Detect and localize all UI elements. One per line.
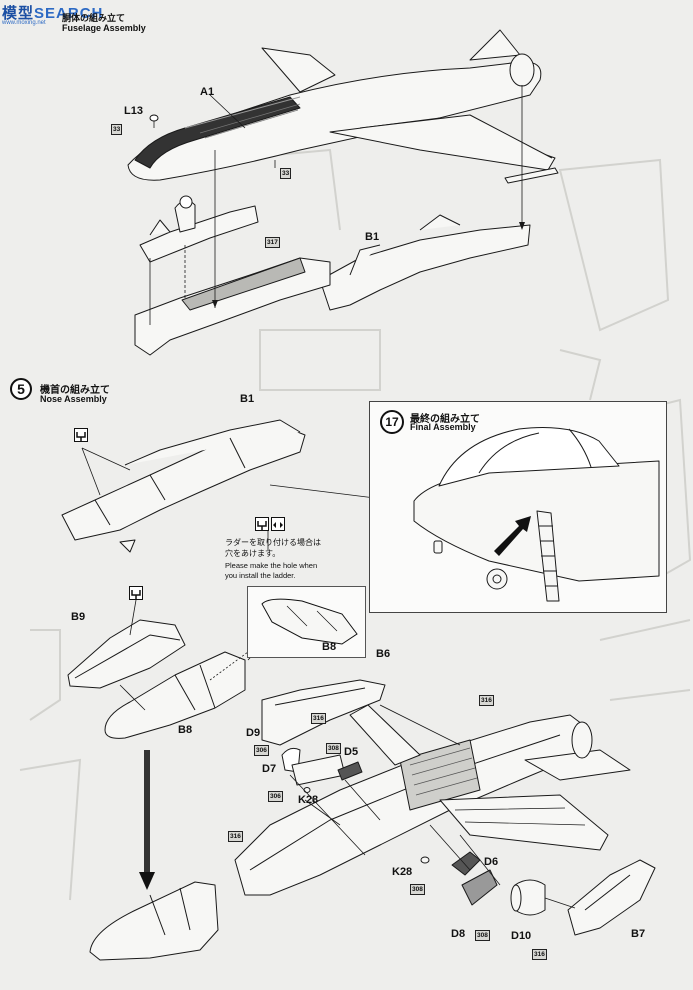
part-label-d6: D6 [484,856,499,868]
d7-part [291,754,346,786]
color-code-316-d: 316 [532,949,547,960]
color-code-308-c: 308 [475,930,490,941]
color-code-317: 317 [265,237,280,248]
part-label-a1: A1 [200,86,215,98]
color-code-33-b: 33 [280,168,292,179]
lower-fuselage-part [319,224,531,311]
part-label-l13: L13 [124,105,143,117]
watermark-url: www.moxing.net [2,20,46,26]
ladder-note-jp-2: 穴をあけます。 [225,549,281,558]
d10-part [514,879,546,916]
b6-spine-part [261,679,386,746]
ladder-note-en-1: Please make the hole when [225,561,318,570]
part-label-b8-inset: B8 [322,641,337,653]
step-5-title-jp: 機首の組み立て [40,385,110,396]
assembled-nose-cone [89,881,219,961]
lower-forward-fuselage-part [134,257,331,356]
cockpit-tub-part [139,205,259,263]
drill-hole-icon [74,428,88,442]
b8-nose-lower [104,651,246,739]
color-code-316-a: 316 [311,713,326,724]
part-label-b9: B9 [71,611,86,623]
part-label-d7: D7 [262,763,277,775]
vertical-tail [349,704,421,766]
color-code-306-a: 306 [254,745,269,756]
part-label-k28-b: K28 [392,866,413,878]
fuselage-title-en: Fuselage Assembly [62,23,146,33]
part-label-d10: D10 [511,930,532,942]
part-label-b1-nose: B1 [240,393,255,405]
drill-hole-icon [255,517,269,531]
main-wing [439,794,609,851]
step-5-number: 5 [10,378,32,400]
part-label-b1-top: B1 [365,231,380,243]
d6-part [451,851,481,876]
color-code-316-c: 316 [228,831,243,842]
part-label-b6: B6 [376,648,391,660]
color-code-308-b: 308 [410,884,425,895]
ladder-note-jp-1: ラダーを取り付ける場合は [225,538,321,547]
drill-hole-icon [129,586,143,600]
upper-fuselage-part [127,61,542,181]
nose-assembly-drawing [61,419,376,961]
fuselage-assembly-drawing [127,29,559,356]
part-label-b7: B7 [631,928,646,940]
tail-fin-part [261,47,336,93]
step-17-number: 17 [380,410,404,434]
ladder-install-arrow [494,516,531,556]
canopy-frame-part [134,96,301,169]
watermark-logo: 模型SEARCH [2,5,104,22]
main-assembly-drawing [234,679,656,936]
color-code-306-b: 306 [268,791,283,802]
color-code-33-a: 33 [111,124,123,135]
part-label-k28-a: K28 [298,794,319,806]
ladder-note-en-2: you install the ladder. [225,571,296,580]
optional-arrow-icon [271,517,285,531]
d8-part [461,869,498,906]
canopy [438,427,620,487]
step-17-title-en: Final Assembly [410,422,476,432]
step-5-title-en: Nose Assembly [40,394,107,404]
b8-detail-drawing [261,598,358,645]
color-code-316-b: 316 [479,695,494,706]
l13-part [149,114,159,122]
final-assembly-drawing [413,427,660,602]
part-label-d5: D5 [344,746,359,758]
b7-part [567,859,656,936]
part-label-d9: D9 [246,727,261,739]
part-label-b8: B8 [178,724,193,736]
d5-part [337,761,363,781]
color-code-308-a: 308 [326,743,341,754]
fuselage-title-jp: 胴体の組み立て [62,13,126,23]
part-label-d8: D8 [451,928,466,940]
step-17-title-jp: 最終の組み立て [410,414,480,425]
